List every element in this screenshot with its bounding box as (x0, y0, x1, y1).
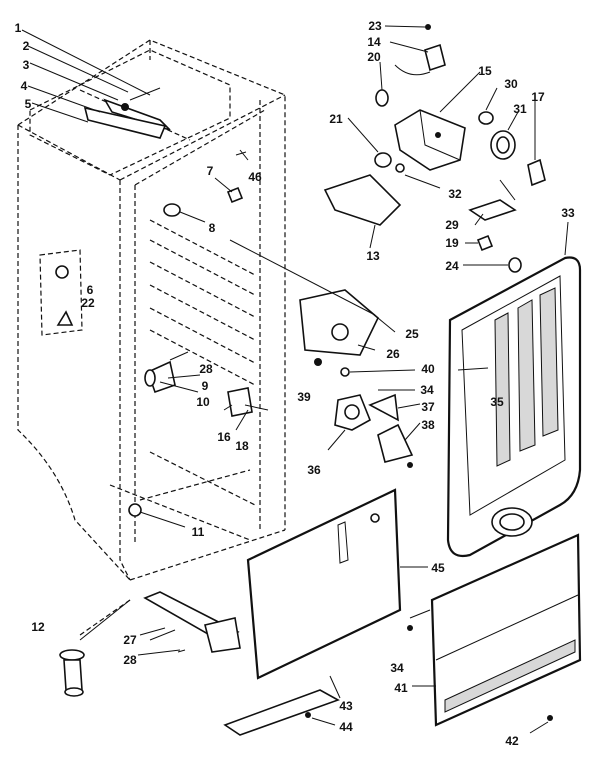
part-label-26: 26 (386, 347, 400, 361)
fan-motor-assembly (314, 358, 489, 468)
part-label-6: 6 (86, 283, 94, 297)
part-label-13: 13 (366, 249, 380, 263)
part-label-16: 16 (217, 430, 231, 444)
part-label-27: 27 (123, 633, 137, 647)
part-label-29: 29 (445, 218, 459, 232)
part-label-22: 22 (81, 296, 95, 310)
part-label-9: 9 (201, 379, 209, 393)
part-label-21: 21 (329, 112, 343, 126)
toe-grille-41 (407, 533, 582, 734)
light-housing-parts (21, 29, 171, 139)
part-label-38: 38 (421, 418, 435, 432)
part-label-42: 42 (505, 734, 519, 748)
part-label-34-upper: 34 (420, 383, 434, 397)
part-label-23: 23 (368, 19, 382, 33)
part-label-25: 25 (405, 327, 419, 341)
control-bracket-parts (144, 351, 189, 394)
part-label-30: 30 (504, 77, 518, 91)
part-label-15: 15 (478, 64, 492, 78)
part-label-11: 11 (191, 525, 205, 539)
part-label-28: 28 (123, 653, 137, 667)
part-label-45: 45 (431, 561, 445, 575)
misc-leaders (79, 374, 249, 656)
part-label-35: 35 (490, 395, 504, 409)
part-label-5: 5 (24, 97, 32, 111)
part-label-36: 36 (307, 463, 321, 477)
part-label-24: 24 (445, 259, 459, 273)
cabinet-outline (17, 39, 286, 581)
part-label-43: 43 (339, 699, 353, 713)
part-label-3: 3 (22, 58, 30, 72)
fan-bracket-parts (229, 239, 396, 356)
part-label-17: 17 (531, 90, 545, 104)
lower-strip-43 (223, 675, 341, 736)
part-label-40: 40 (421, 362, 435, 376)
part-label-37: 37 (421, 400, 435, 414)
defrost-control-parts (323, 24, 546, 273)
left-bracket-parts (39, 249, 83, 336)
part-label-10: 10 (196, 395, 210, 409)
leveling-leg (59, 599, 131, 697)
part-label-7: 7 (206, 164, 214, 178)
part-label-41: 41 (394, 681, 408, 695)
part-label-18: 18 (235, 439, 249, 453)
part-label-12: 12 (31, 620, 45, 634)
part-label-31: 31 (513, 102, 527, 116)
part-label-39: 39 (297, 390, 311, 404)
part-label-14: 14 (367, 35, 381, 49)
part-label-33: 33 (561, 206, 575, 220)
part-label-46: 46 (248, 170, 262, 184)
part-label-32: 32 (448, 187, 462, 201)
part-label-44: 44 (339, 720, 353, 734)
drain-part (128, 503, 186, 528)
bottom-hinge (143, 591, 241, 653)
part-label-34-lower: 34 (390, 661, 404, 675)
part-label-1: 1 (14, 21, 22, 35)
part-label-8: 8 (208, 221, 216, 235)
lower-bracket-parts (227, 387, 269, 417)
rear-panel-45 (246, 488, 428, 680)
part-label-19: 19 (445, 236, 459, 250)
upper-liner-parts (163, 149, 249, 223)
part-label-20: 20 (367, 50, 381, 64)
part-label-2: 2 (22, 39, 30, 53)
part-label-28-upper: 28 (199, 362, 213, 376)
evaporator-cover-33 (446, 221, 582, 558)
part-label-4: 4 (20, 79, 28, 93)
